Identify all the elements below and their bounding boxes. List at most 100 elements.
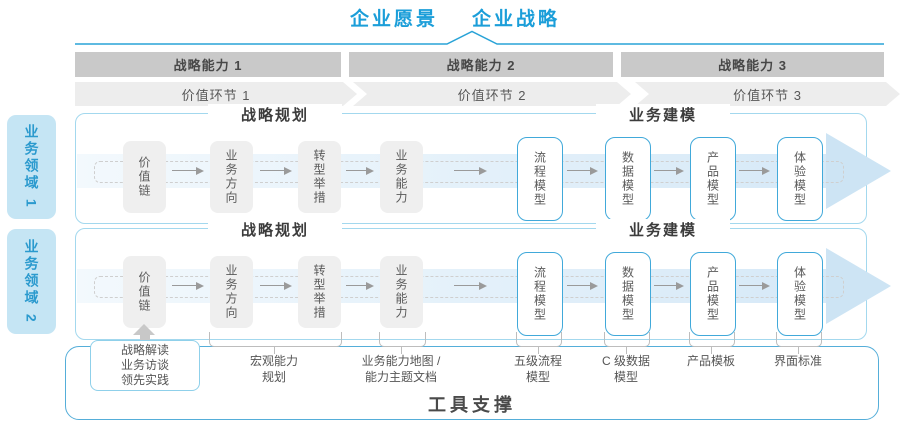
box-business-direction: 业务方向: [210, 256, 253, 328]
deliverable-product-template: 产品模板: [646, 353, 776, 369]
box-label: 体验模型: [792, 151, 807, 207]
deliverable-capability-map: 业务能力地图 / 能力主题文档: [336, 353, 466, 385]
box-label: 流程模型: [532, 151, 547, 207]
flow-arrowhead-icon: [826, 248, 891, 324]
box-label: 体验模型: [792, 266, 807, 322]
box-experience-model: 体验模型: [777, 252, 823, 336]
input-line: 领先实践: [120, 373, 169, 387]
section-title-modeling: 业务建模: [596, 104, 730, 125]
vision-title: 企业愿景: [349, 9, 438, 30]
flow-arrow-icon: [654, 166, 684, 175]
business-domain-tab-1: 业务领域 1: [7, 115, 56, 219]
domain-row-1: 战略规划 业务建模 价值链 业务方向 转型举措 业务能力 流程模型 数据模型 产…: [75, 104, 891, 224]
deliverable-data-model: C 级数据 模型: [561, 353, 691, 385]
domain-row-2: 战略规划 业务建模 价值链 业务方向 转型举措 业务能力 流程模型 数据模型 产…: [75, 219, 891, 340]
label-line: 业务能力地图 /: [361, 354, 441, 368]
box-process-model: 流程模型: [517, 137, 563, 221]
box-data-model: 数据模型: [605, 137, 651, 221]
box-process-model: 流程模型: [517, 252, 563, 336]
deliverable-ui-standard: 界面标准: [733, 353, 863, 369]
business-domain-tab-2: 业务领域 2: [7, 229, 56, 334]
dashed-track: [94, 161, 844, 183]
flow-arrow-icon: [454, 166, 487, 175]
value-link-chevron-2: 价值环节 2: [353, 82, 631, 106]
box-transformation-initiatives: 转型举措: [298, 141, 341, 213]
bracket-tail: [626, 346, 627, 354]
box-value-chain: 价值链: [123, 256, 166, 328]
flow-arrow-icon: [260, 281, 292, 290]
box-business-capability: 业务能力: [380, 141, 423, 213]
box-label: 价值链: [137, 271, 151, 313]
box-label: 业务方向: [224, 149, 238, 205]
value-link-chevron-3: 价值环节 3: [635, 82, 900, 106]
dashed-track: [94, 276, 844, 298]
input-line: 业务访谈: [120, 358, 169, 372]
bracket-tail: [711, 346, 712, 354]
flow-arrow-icon: [567, 281, 598, 290]
up-arrow-shaft: [140, 334, 150, 342]
flow-arrow-icon: [172, 166, 204, 175]
up-arrow-icon: [133, 324, 155, 335]
box-product-model: 产品模型: [690, 137, 736, 221]
bracket-tail: [798, 346, 799, 354]
bracket: [209, 332, 342, 347]
box-label: 转型举措: [312, 149, 326, 205]
flow-arrow-icon: [346, 166, 374, 175]
section-title-planning: 战略规划: [208, 219, 342, 240]
flow-arrow-icon: [739, 281, 770, 290]
business-domain-label-1: 业务领域 1: [23, 124, 40, 210]
box-transformation-initiatives: 转型举措: [298, 256, 341, 328]
input-line: 战略解读: [120, 343, 169, 357]
box-business-capability: 业务能力: [380, 256, 423, 328]
tool-support-title: 工具支撑: [428, 395, 516, 415]
label-line: C 级数据: [601, 354, 650, 368]
flow-arrow-icon: [654, 281, 684, 290]
box-label: 数据模型: [620, 151, 635, 207]
box-label: 转型举措: [312, 264, 326, 320]
box-label: 价值链: [137, 156, 151, 198]
bracket: [689, 332, 735, 347]
header-connector-line: [75, 30, 884, 45]
capability-bar-3: 战略能力 3: [621, 52, 884, 77]
bracket: [379, 332, 426, 347]
tool-support-container: 工具支撑: [65, 346, 879, 420]
flow-arrow-icon: [454, 281, 487, 290]
deliverable-macro-capability: 宏观能力 规划: [209, 353, 339, 385]
bracket-tail: [538, 346, 539, 354]
bracket: [776, 332, 822, 347]
bracket-tail: [401, 346, 402, 354]
box-experience-model: 体验模型: [777, 137, 823, 221]
business-domain-label-2: 业务领域 2: [23, 238, 40, 325]
box-label: 产品模型: [705, 151, 720, 207]
box-product-model: 产品模型: [690, 252, 736, 336]
header-titles: 企业愿景 企业战略: [0, 4, 910, 31]
box-label: 数据模型: [620, 266, 635, 322]
label-line: 产品模板: [686, 354, 735, 368]
box-value-chain: 价值链: [123, 141, 166, 213]
label-line: 五级流程: [513, 354, 562, 368]
box-data-model: 数据模型: [605, 252, 651, 336]
box-label: 业务能力: [394, 149, 408, 205]
flow-arrow-icon: [346, 281, 374, 290]
flow-arrow-icon: [567, 166, 598, 175]
label-line: 能力主题文档: [364, 370, 437, 384]
strategy-title: 企业战略: [472, 9, 561, 30]
box-label: 业务能力: [394, 264, 408, 320]
box-label: 流程模型: [532, 266, 547, 322]
deliverable-process-model: 五级流程 模型: [473, 353, 603, 385]
strategy-inputs-box: 战略解读 业务访谈 领先实践: [90, 340, 200, 391]
bracket-tail: [274, 346, 275, 354]
flow-arrow-icon: [172, 281, 204, 290]
label-line: 宏观能力: [249, 354, 298, 368]
label-line: 模型: [613, 370, 638, 384]
box-business-direction: 业务方向: [210, 141, 253, 213]
flow-arrow-icon: [260, 166, 292, 175]
capability-bar-1: 战略能力 1: [75, 52, 341, 77]
label-line: 模型: [525, 370, 550, 384]
box-label: 产品模型: [705, 266, 720, 322]
flow-arrow-icon: [739, 166, 770, 175]
flow-arrowhead-icon: [826, 133, 891, 209]
capability-bar-2: 战略能力 2: [349, 52, 613, 77]
box-label: 业务方向: [224, 264, 238, 320]
